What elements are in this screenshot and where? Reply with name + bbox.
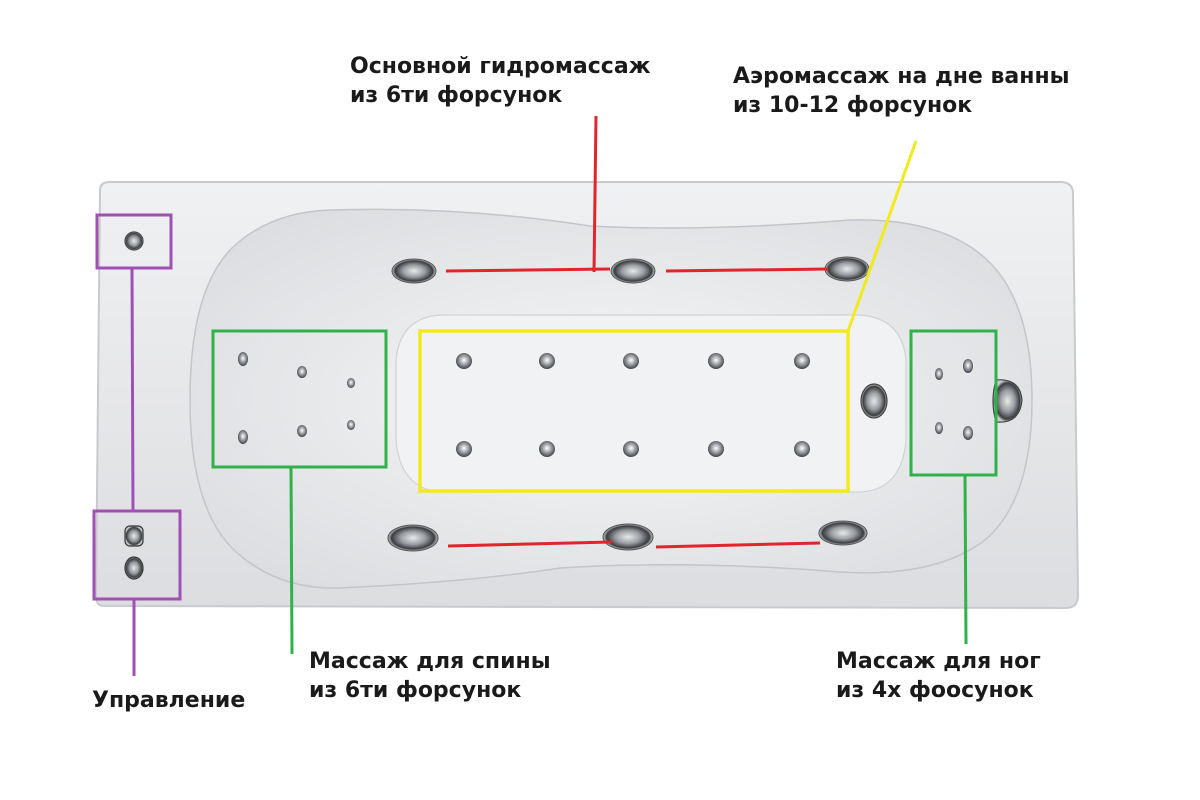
control-knob-icon [124,525,144,547]
label-main-hydromassage: Основной гидромассаж из 6ти форсунок [350,52,651,110]
back-nozzle [238,352,248,366]
label-back-massage-line2: из 6ти форсунок [309,678,522,703]
label-aeromassage-line1: Аэромассаж на дне ванны [733,64,1070,89]
control-elements [124,231,144,580]
back-leader [289,467,294,655]
hydro-nozzle [818,520,868,546]
tub-floor [395,314,907,493]
hydro-leader-top-left [445,267,611,273]
aero-nozzle [456,353,472,369]
control-leader-upper [130,268,135,512]
control-box-bottom [92,509,182,601]
hydro-leader-top-right [665,267,829,273]
control-zone [92,213,182,676]
leg-nozzle [935,368,943,380]
control-switch-icon [124,556,144,580]
control-box-top [95,213,173,270]
control-button-icon [124,231,144,251]
back-nozzle [238,430,248,444]
drain-fitting [860,383,888,419]
label-leg-massage-line2: из 4х фоосунок [836,678,1034,703]
hydro-leader-bottom-left [447,540,613,548]
aero-nozzle [623,353,639,369]
overflow-fitting [992,379,1023,423]
aero-nozzle [794,441,810,457]
hydro-nozzle [610,258,656,284]
hydro-leader-lines [445,115,829,549]
hydro-nozzle [602,523,654,551]
leg-nozzle [963,426,973,440]
leg-nozzle [935,422,943,434]
label-main-hydromassage-line2: из 6ти форсунок [350,83,563,108]
hydro-nozzles-top [391,256,870,284]
back-nozzle [297,425,307,437]
aero-nozzle [539,441,555,457]
aero-leader [846,140,918,332]
hydro-leader-vertical [592,115,598,273]
hydro-nozzles-bottom [387,520,868,552]
aero-nozzle [539,353,555,369]
aero-zone-box [418,329,850,493]
back-nozzles [238,352,355,444]
label-leg-massage-line1: Массаж для ног [836,649,1041,674]
aero-nozzles [456,353,810,457]
leg-nozzles [935,359,973,440]
label-aeromassage: Аэромассаж на дне ванны из 10-12 форсуно… [733,62,1070,120]
aero-nozzle [623,441,639,457]
label-control: Управление [92,688,246,713]
hydro-nozzle [387,524,439,552]
back-nozzle [347,378,355,388]
aero-nozzle [708,441,724,457]
label-aeromassage-line2: из 10-12 форсунок [733,93,973,118]
leg-nozzle [963,359,973,373]
aero-nozzle [708,353,724,369]
back-nozzle [297,366,307,378]
label-main-hydromassage-line1: Основной гидромассаж [350,54,651,79]
back-zone-box [211,329,388,469]
label-back-massage: Массаж для спины из 6ти форсунок [309,647,551,705]
hydro-nozzle [824,256,870,282]
label-back-massage-line1: Массаж для спины [309,649,551,674]
aero-nozzle [794,353,810,369]
back-zone [211,329,388,655]
aero-nozzle [456,441,472,457]
legs-zone-box [909,329,998,477]
hydro-leader-bottom-right [655,541,821,549]
legs-leader [963,475,968,645]
label-leg-massage: Массаж для ног из 4х фоосунок [836,647,1041,705]
legs-zone [909,329,998,645]
aero-zone [418,140,918,493]
back-nozzle [347,420,355,430]
hydro-nozzle [391,258,437,284]
